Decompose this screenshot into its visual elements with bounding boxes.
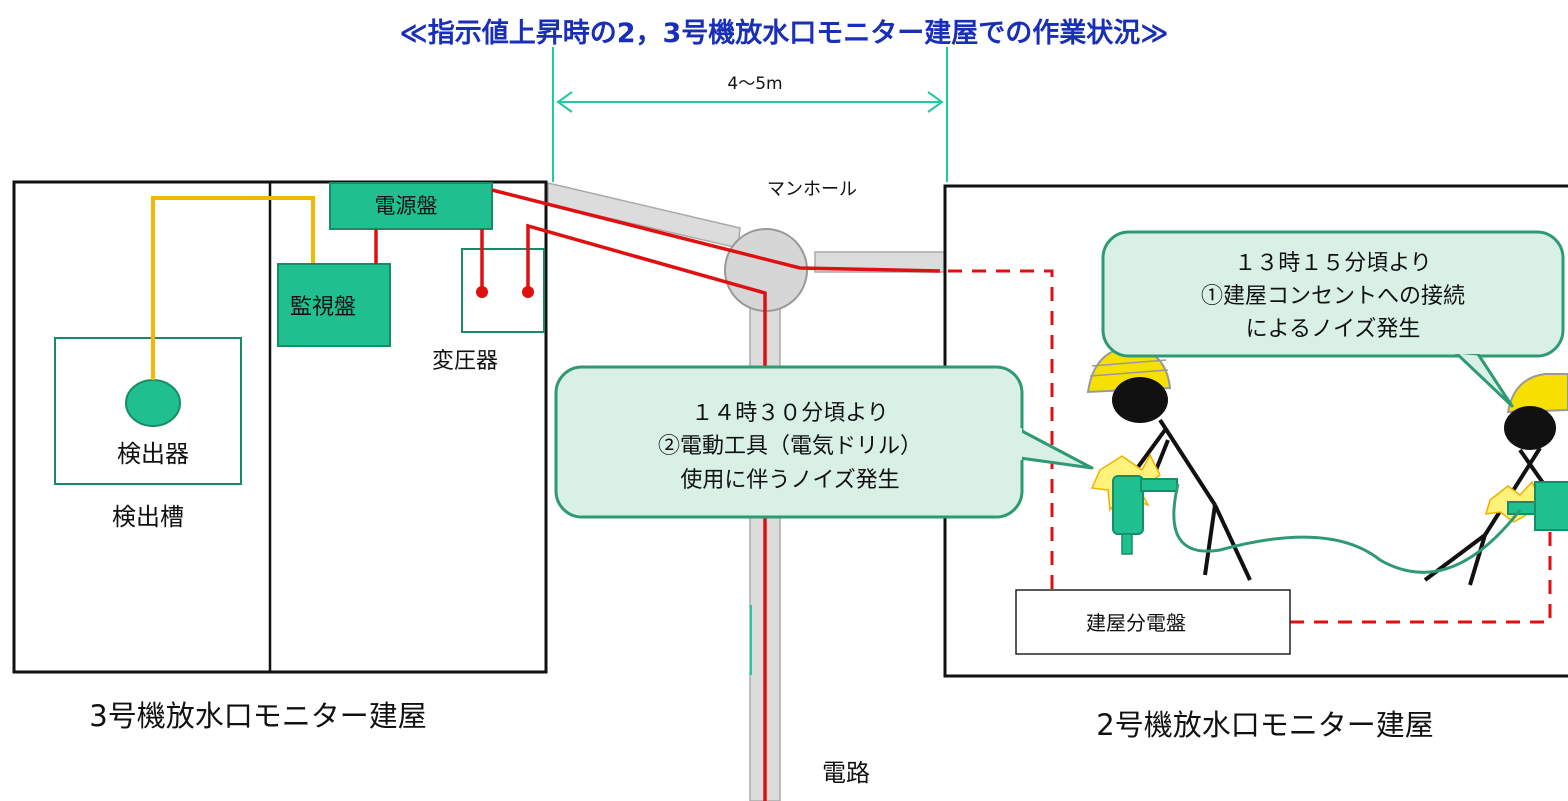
callout-1: １３時１５分頃より ①建屋コンセントへの接続 によるノイズ発生 — [1101, 230, 1565, 408]
callout-2-line-3: 使用に伴うノイズ発生 — [680, 468, 899, 493]
worker-figure — [1086, 345, 1252, 581]
monitor-panel-label: 監視盤 — [290, 295, 356, 320]
power-cable — [374, 188, 941, 801]
transformer-terminal — [522, 286, 534, 298]
callout-2-line-2: ②電動工具（電気ドリル） — [658, 434, 922, 459]
tool-cable — [1172, 483, 1522, 574]
signal-cable — [151, 196, 315, 380]
callout-2-line-1: １４時３０分頃より — [691, 401, 889, 426]
callout-1-line-3: によるノイズ発生 — [1246, 317, 1421, 342]
electric-drill-icon — [1484, 480, 1568, 531]
distribution-board-label: 建屋分電盤 — [1086, 611, 1186, 635]
diagram-title: ≪指示値上昇時の2，3号機放水口モニター建屋での作業状況≫ — [399, 17, 1168, 49]
circuit-label: 電路 — [822, 759, 870, 787]
transformer-label: 変圧器 — [432, 349, 498, 374]
power-panel — [329, 182, 493, 230]
electric-drill-icon — [1090, 453, 1178, 555]
detector-label: 検出器 — [117, 440, 189, 468]
detector — [125, 379, 181, 427]
monitor-panel — [277, 263, 391, 347]
distribution-board — [1015, 589, 1291, 655]
callout-1-line-1: １３時１５分頃より — [1234, 251, 1432, 276]
callout-1-line-2: ①建屋コンセントへの接続 — [1201, 284, 1465, 309]
distance-dimension — [552, 47, 948, 182]
building-2-label: 2号機放水口モニター建屋 — [1096, 708, 1433, 742]
power-panel-label: 電源盤 — [375, 194, 438, 218]
worker-figure — [1423, 372, 1568, 586]
building-3-label: 3号機放水口モニター建屋 — [89, 699, 426, 733]
callout-2: １４時３０分頃より ②電動工具（電気ドリル） 使用に伴うノイズ発生 — [554, 365, 1094, 519]
building-wiring — [948, 269, 1552, 624]
manhole-label: マンホール — [767, 179, 857, 200]
detector-tank-label: 検出槽 — [112, 503, 184, 531]
transformer-terminal — [476, 286, 488, 298]
distance-label: 4～5m — [727, 74, 782, 94]
